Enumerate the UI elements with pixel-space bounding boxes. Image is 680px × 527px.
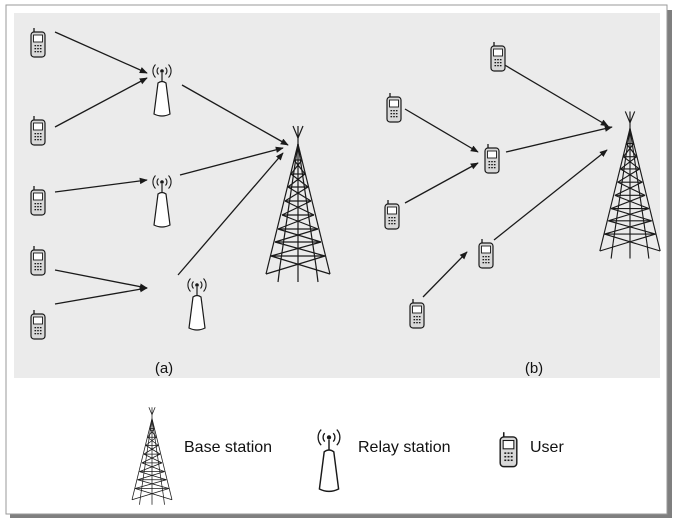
link-a-user1-relay1 <box>54 31 148 74</box>
user-phone-icon <box>30 309 46 340</box>
link-a-user3-relay2 <box>54 177 148 193</box>
link-a-user4-relay3 <box>54 269 148 290</box>
legend-base-station-label: Base station <box>184 439 272 456</box>
user-phone-icon <box>478 238 494 269</box>
user-phone-icon <box>30 115 46 146</box>
panel-b: (b) <box>384 41 661 377</box>
user-phone-icon <box>386 92 402 123</box>
link-a-user5-relay3 <box>54 286 148 305</box>
link-a-relay3-base <box>177 152 284 276</box>
legend: Base station Relay station User <box>131 406 564 506</box>
user-phone-icon <box>409 298 425 329</box>
legend-user-icon <box>499 431 518 468</box>
user-phone-icon <box>484 143 500 174</box>
link-a-relay2-base <box>179 146 284 176</box>
diagram-panel <box>14 13 660 378</box>
panel-b-label: (b) <box>525 360 543 377</box>
legend-user-label: User <box>530 439 564 456</box>
legend-relay-station-label: Relay station <box>358 439 451 456</box>
user-phone-icon <box>490 41 506 72</box>
link-b-relayuser1-base <box>505 125 613 153</box>
link-a-user2-relay1 <box>54 77 148 128</box>
panel-a-label: (a) <box>155 360 173 377</box>
panel-a: (a) <box>30 27 331 377</box>
link-b-relayuser2-base <box>493 149 608 241</box>
user-phone-icon <box>30 245 46 276</box>
link-a-relay1-base <box>181 84 289 146</box>
link-b-user2-relayuser <box>404 108 479 153</box>
link-b-user4-relayuser2 <box>422 251 468 298</box>
user-phone-icon <box>384 199 400 230</box>
link-b-user3-relayuser <box>404 162 479 204</box>
user-phone-icon <box>30 27 46 58</box>
user-phone-icon <box>30 185 46 216</box>
link-b-user1-base <box>502 63 609 127</box>
